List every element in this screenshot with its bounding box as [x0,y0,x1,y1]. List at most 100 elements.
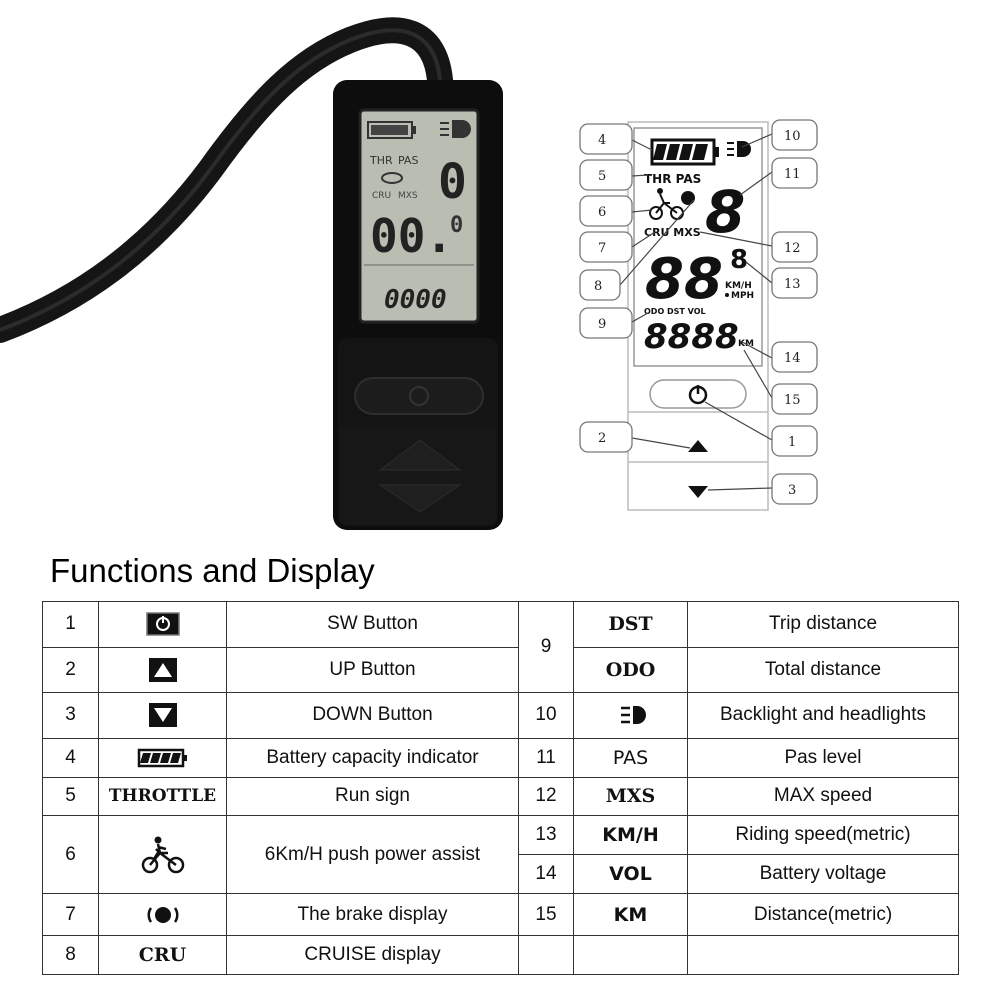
diagram-thr-pas-label: THR PAS [644,172,701,186]
empty-cell [518,935,574,975]
table-row: 4 Battery capacity indicator 11 PAS Pas … [42,737,959,778]
function-description: DOWN Button [226,692,519,739]
empty-cell [687,935,959,975]
function-description: Trip distance [687,601,959,648]
diagram-walk-bike-icon [649,206,663,220]
row-number: 1 [42,601,99,648]
headlight-icon [573,692,688,739]
diagram-up-arrow-icon [688,440,708,452]
labeled-display-diagram: THR PAS 8 CRU MXS 88 8 KM/H MPH ODO DST … [579,119,818,511]
callout-13: 13 [784,277,801,292]
diagram-odo-dst-vol-label: ODO DST VOL [644,307,706,316]
diagram-pas-digit: 8 [705,178,745,246]
section-heading: Functions and Display [50,552,375,589]
function-description: The brake display [226,892,519,937]
diagram-brake-icon [681,191,695,205]
row-number: 8 [42,935,99,975]
function-code: KM/H [573,815,688,856]
table-row: 6 6Km/H push power assist 13 KM/H Riding… [42,815,959,894]
function-description: MAX speed [687,776,959,817]
brake-icon [98,892,227,937]
row-number: 2 [42,646,99,694]
row-number: 7 [42,892,99,937]
table-row: 2 UP Button ODO Total distance [42,646,959,694]
lcd-pas-digit: 0 [438,154,467,210]
callout-8: 8 [594,279,602,294]
lcd-small-digit: 0 [450,213,463,238]
lcd-pas-label: PAS [398,154,418,167]
function-description: Backlight and headlights [687,692,959,739]
callout-2: 2 [598,431,606,446]
function-description: 6Km/H push power assist [226,815,519,894]
function-description: Distance(metric) [687,892,959,937]
power-button[interactable] [354,377,484,415]
callout-12: 12 [784,241,801,256]
callout-3: 3 [788,483,796,498]
row-number: 5 [42,776,99,817]
table-row: 3 DOWN Button 10 Backlight and headlight… [42,692,959,739]
power-icon [409,386,429,406]
row-number: 11 [518,737,574,778]
diagram-kmh-label: KM/H [725,281,752,291]
callout-10: 10 [784,129,801,144]
function-description: Battery voltage [687,854,959,894]
function-code: VOL [573,854,688,894]
table-row: 5 THROTTLE Run sign 12 MXS MAX speed [42,776,959,817]
row-number: 3 [42,692,99,739]
function-code: CRU [98,935,227,975]
diagram-speed-small-digit: 8 [730,245,748,275]
lcd-distance-digits: 0000 [384,285,447,315]
diagram-power-button [649,379,747,409]
row-number: 4 [42,737,99,778]
callout-5: 5 [598,169,606,184]
lcd-speed-digits: 00. [370,209,453,263]
callout-15: 15 [784,393,801,408]
table-row: 7 The brake display 15 KM Distance(metri… [42,892,959,937]
battery-icon [98,737,227,778]
product-photo: THR PAS CRU MXS 0 00. 0 0000 [0,17,503,530]
row-number: 10 [518,692,574,739]
lcd-screen [358,108,480,324]
lcd-thr-label: THR [369,154,393,167]
function-code: THROTTLE [98,776,227,817]
row-number: 15 [518,892,574,937]
function-code: KM [573,892,688,937]
diagram-down-arrow-icon [688,486,708,498]
callout-6: 6 [598,205,606,220]
empty-cell [573,935,688,975]
callout-11: 11 [784,167,801,182]
down-button[interactable] [378,484,462,513]
down-arrow-button-icon [98,692,227,739]
functions-table: 1 SW Button 9 DST Trip distance 2 UP But… [42,600,959,975]
lcd-mxs-label: MXS [398,191,418,201]
row-number: 13 [518,815,574,856]
function-description: UP Button [226,646,519,694]
function-description: Riding speed(metric) [687,815,959,856]
row-number: 14 [518,854,574,894]
row-number: 6 [42,815,99,894]
function-code: PAS [573,737,688,778]
table-row: 1 SW Button 9 DST Trip distance [42,600,959,694]
row-number: 9 [518,600,574,694]
function-code: MXS [573,776,688,817]
function-description: SW Button [226,601,519,648]
lcd-cru-label: CRU [372,191,391,201]
function-code: ODO [573,646,688,694]
function-description: Battery capacity indicator [226,737,519,778]
diagram-speed-digits: 88 [645,247,723,312]
callout-14: 14 [784,351,801,366]
function-description: Total distance [687,646,959,694]
function-description: CRUISE display [226,935,519,975]
walk-bike-icon [98,815,227,894]
callout-4: 4 [598,133,606,148]
table-row: 8 CRU CRUISE display [42,935,959,975]
up-arrow-button-icon [98,646,227,694]
function-code: DST [573,601,688,648]
callout-7: 7 [598,241,606,256]
up-button[interactable] [378,439,462,471]
diagram-mph-label: MPH [731,291,754,301]
table-row: 14 VOL Battery voltage [43,854,959,894]
diagram-cru-mxs-label: CRU MXS [644,226,701,239]
callout-1: 1 [788,435,796,450]
callout-9: 9 [598,317,606,332]
